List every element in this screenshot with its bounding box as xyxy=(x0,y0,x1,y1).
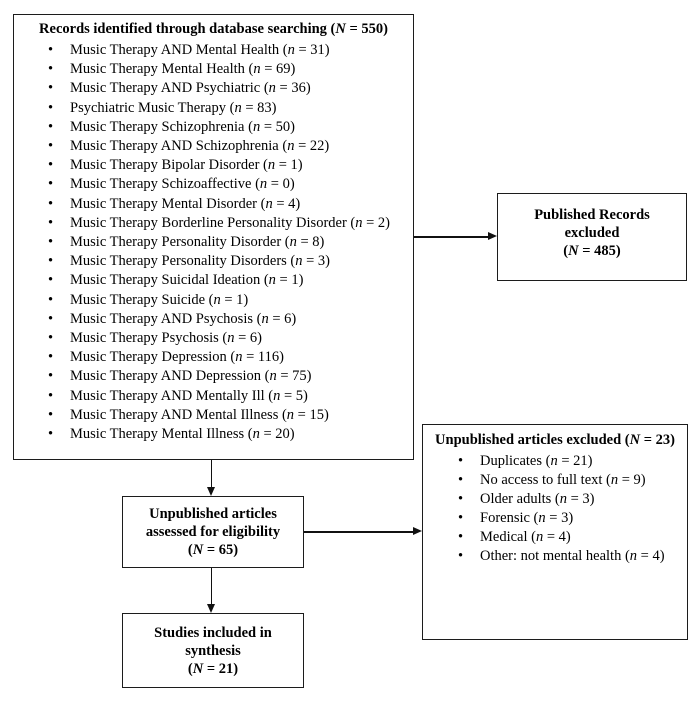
list-item: Music Therapy AND Schizophrenia (n = 22) xyxy=(14,137,413,156)
eligibility-line-2: assessed for eligibility xyxy=(145,524,281,540)
eligibility-line-1: Unpublished articles xyxy=(149,506,277,522)
list-item: Music Therapy Personality Disorders (n =… xyxy=(14,252,413,271)
list-item: Music Therapy AND Mentally Ill (n = 5) xyxy=(14,387,413,406)
list-item: Forensic (n = 3) xyxy=(423,509,687,528)
arrow-line xyxy=(210,460,213,488)
studies-included-box: Studies included in synthesis (N = 21) xyxy=(122,613,304,688)
list-item: Other: not mental health (n = 4) xyxy=(423,547,687,566)
list-item: Duplicates (n = 21) xyxy=(423,452,687,471)
list-item: Music Therapy Schizoaffective (n = 0) xyxy=(14,175,413,194)
arrowhead-right-icon xyxy=(413,527,422,536)
arrowhead-down-icon xyxy=(206,487,215,496)
published-records-excluded-box: Published Records excluded (N = 485) xyxy=(497,193,687,281)
list-item: Music Therapy AND Mental Illness (n = 15… xyxy=(14,406,413,425)
published-excluded-line-2: excluded xyxy=(564,225,620,241)
arrow-line xyxy=(414,236,489,238)
list-item: Music Therapy Depression (n = 116) xyxy=(14,348,413,367)
records-identified-box: Records identified through database sear… xyxy=(13,14,414,460)
search-terms-list: Music Therapy AND Mental Health (n = 31)… xyxy=(14,41,413,444)
list-item: No access to full text (n = 9) xyxy=(423,471,687,490)
arrowhead-down-icon xyxy=(206,604,215,613)
arrow-line xyxy=(304,531,414,533)
eligibility-line-3: (N = 65) xyxy=(187,542,239,558)
published-excluded-line-1: Published Records xyxy=(534,207,650,223)
unpublished-articles-excluded-box: Unpublished articles excluded (N = 23) D… xyxy=(422,424,688,640)
list-item: Psychiatric Music Therapy (n = 83) xyxy=(14,99,413,118)
synthesis-line-1: Studies included in xyxy=(154,625,272,641)
exclusion-reasons-list: Duplicates (n = 21)No access to full tex… xyxy=(423,452,687,566)
list-item: Music Therapy Bipolar Disorder (n = 1) xyxy=(14,156,413,175)
list-item: Music Therapy AND Psychiatric (n = 36) xyxy=(14,79,413,98)
published-excluded-line-3: (N = 485) xyxy=(563,243,621,259)
arrowhead-right-icon xyxy=(488,232,497,241)
list-item: Music Therapy AND Mental Health (n = 31) xyxy=(14,41,413,60)
list-item: Music Therapy Suicide (n = 1) xyxy=(14,291,413,310)
records-box-title: Records identified through database sear… xyxy=(39,21,388,37)
synthesis-line-3: (N = 21) xyxy=(187,661,239,677)
list-item: Music Therapy Mental Illness (n = 20) xyxy=(14,425,413,444)
list-item: Older adults (n = 3) xyxy=(423,490,687,509)
unpublished-excluded-title: Unpublished articles excluded (N = 23) xyxy=(435,432,675,448)
eligibility-assessed-box: Unpublished articles assessed for eligib… xyxy=(122,496,304,568)
list-item: Music Therapy Mental Health (n = 69) xyxy=(14,60,413,79)
list-item: Music Therapy Personality Disorder (n = … xyxy=(14,233,413,252)
list-item: Music Therapy Psychosis (n = 6) xyxy=(14,329,413,348)
list-item: Music Therapy Suicidal Ideation (n = 1) xyxy=(14,271,413,290)
list-item: Medical (n = 4) xyxy=(423,528,687,547)
list-item: Music Therapy AND Psychosis (n = 6) xyxy=(14,310,413,329)
list-item: Music Therapy Mental Disorder (n = 4) xyxy=(14,195,413,214)
list-item: Music Therapy Borderline Personality Dis… xyxy=(14,214,413,233)
list-item: Music Therapy Schizophrenia (n = 50) xyxy=(14,118,413,137)
list-item: Music Therapy AND Depression (n = 75) xyxy=(14,367,413,386)
arrow-line xyxy=(210,568,213,604)
synthesis-line-2: synthesis xyxy=(185,643,241,659)
